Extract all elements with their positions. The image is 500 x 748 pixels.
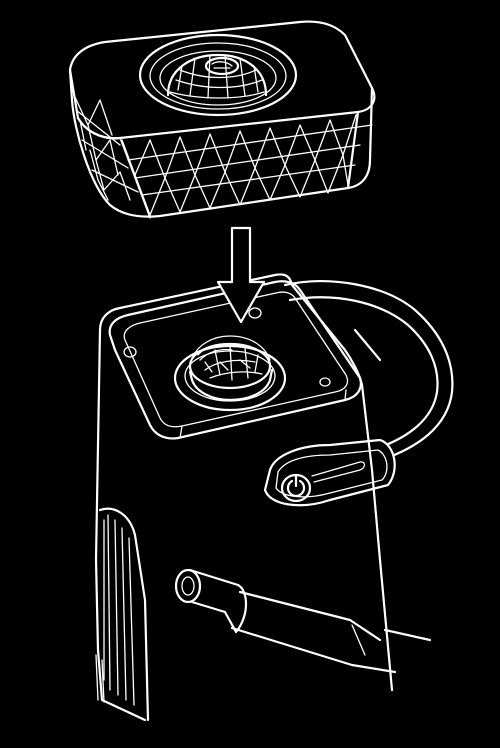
heater-mesh xyxy=(197,343,263,381)
power-button xyxy=(280,473,312,503)
side-strap xyxy=(263,280,454,507)
lattice-lid xyxy=(68,20,376,219)
lid-dome xyxy=(166,53,268,99)
mouthpiece-tube xyxy=(174,568,432,674)
down-arrow xyxy=(216,226,266,324)
lid-lattice xyxy=(73,94,373,216)
side-vents xyxy=(95,507,150,722)
heater-cup xyxy=(173,335,287,412)
device-base xyxy=(94,273,454,722)
